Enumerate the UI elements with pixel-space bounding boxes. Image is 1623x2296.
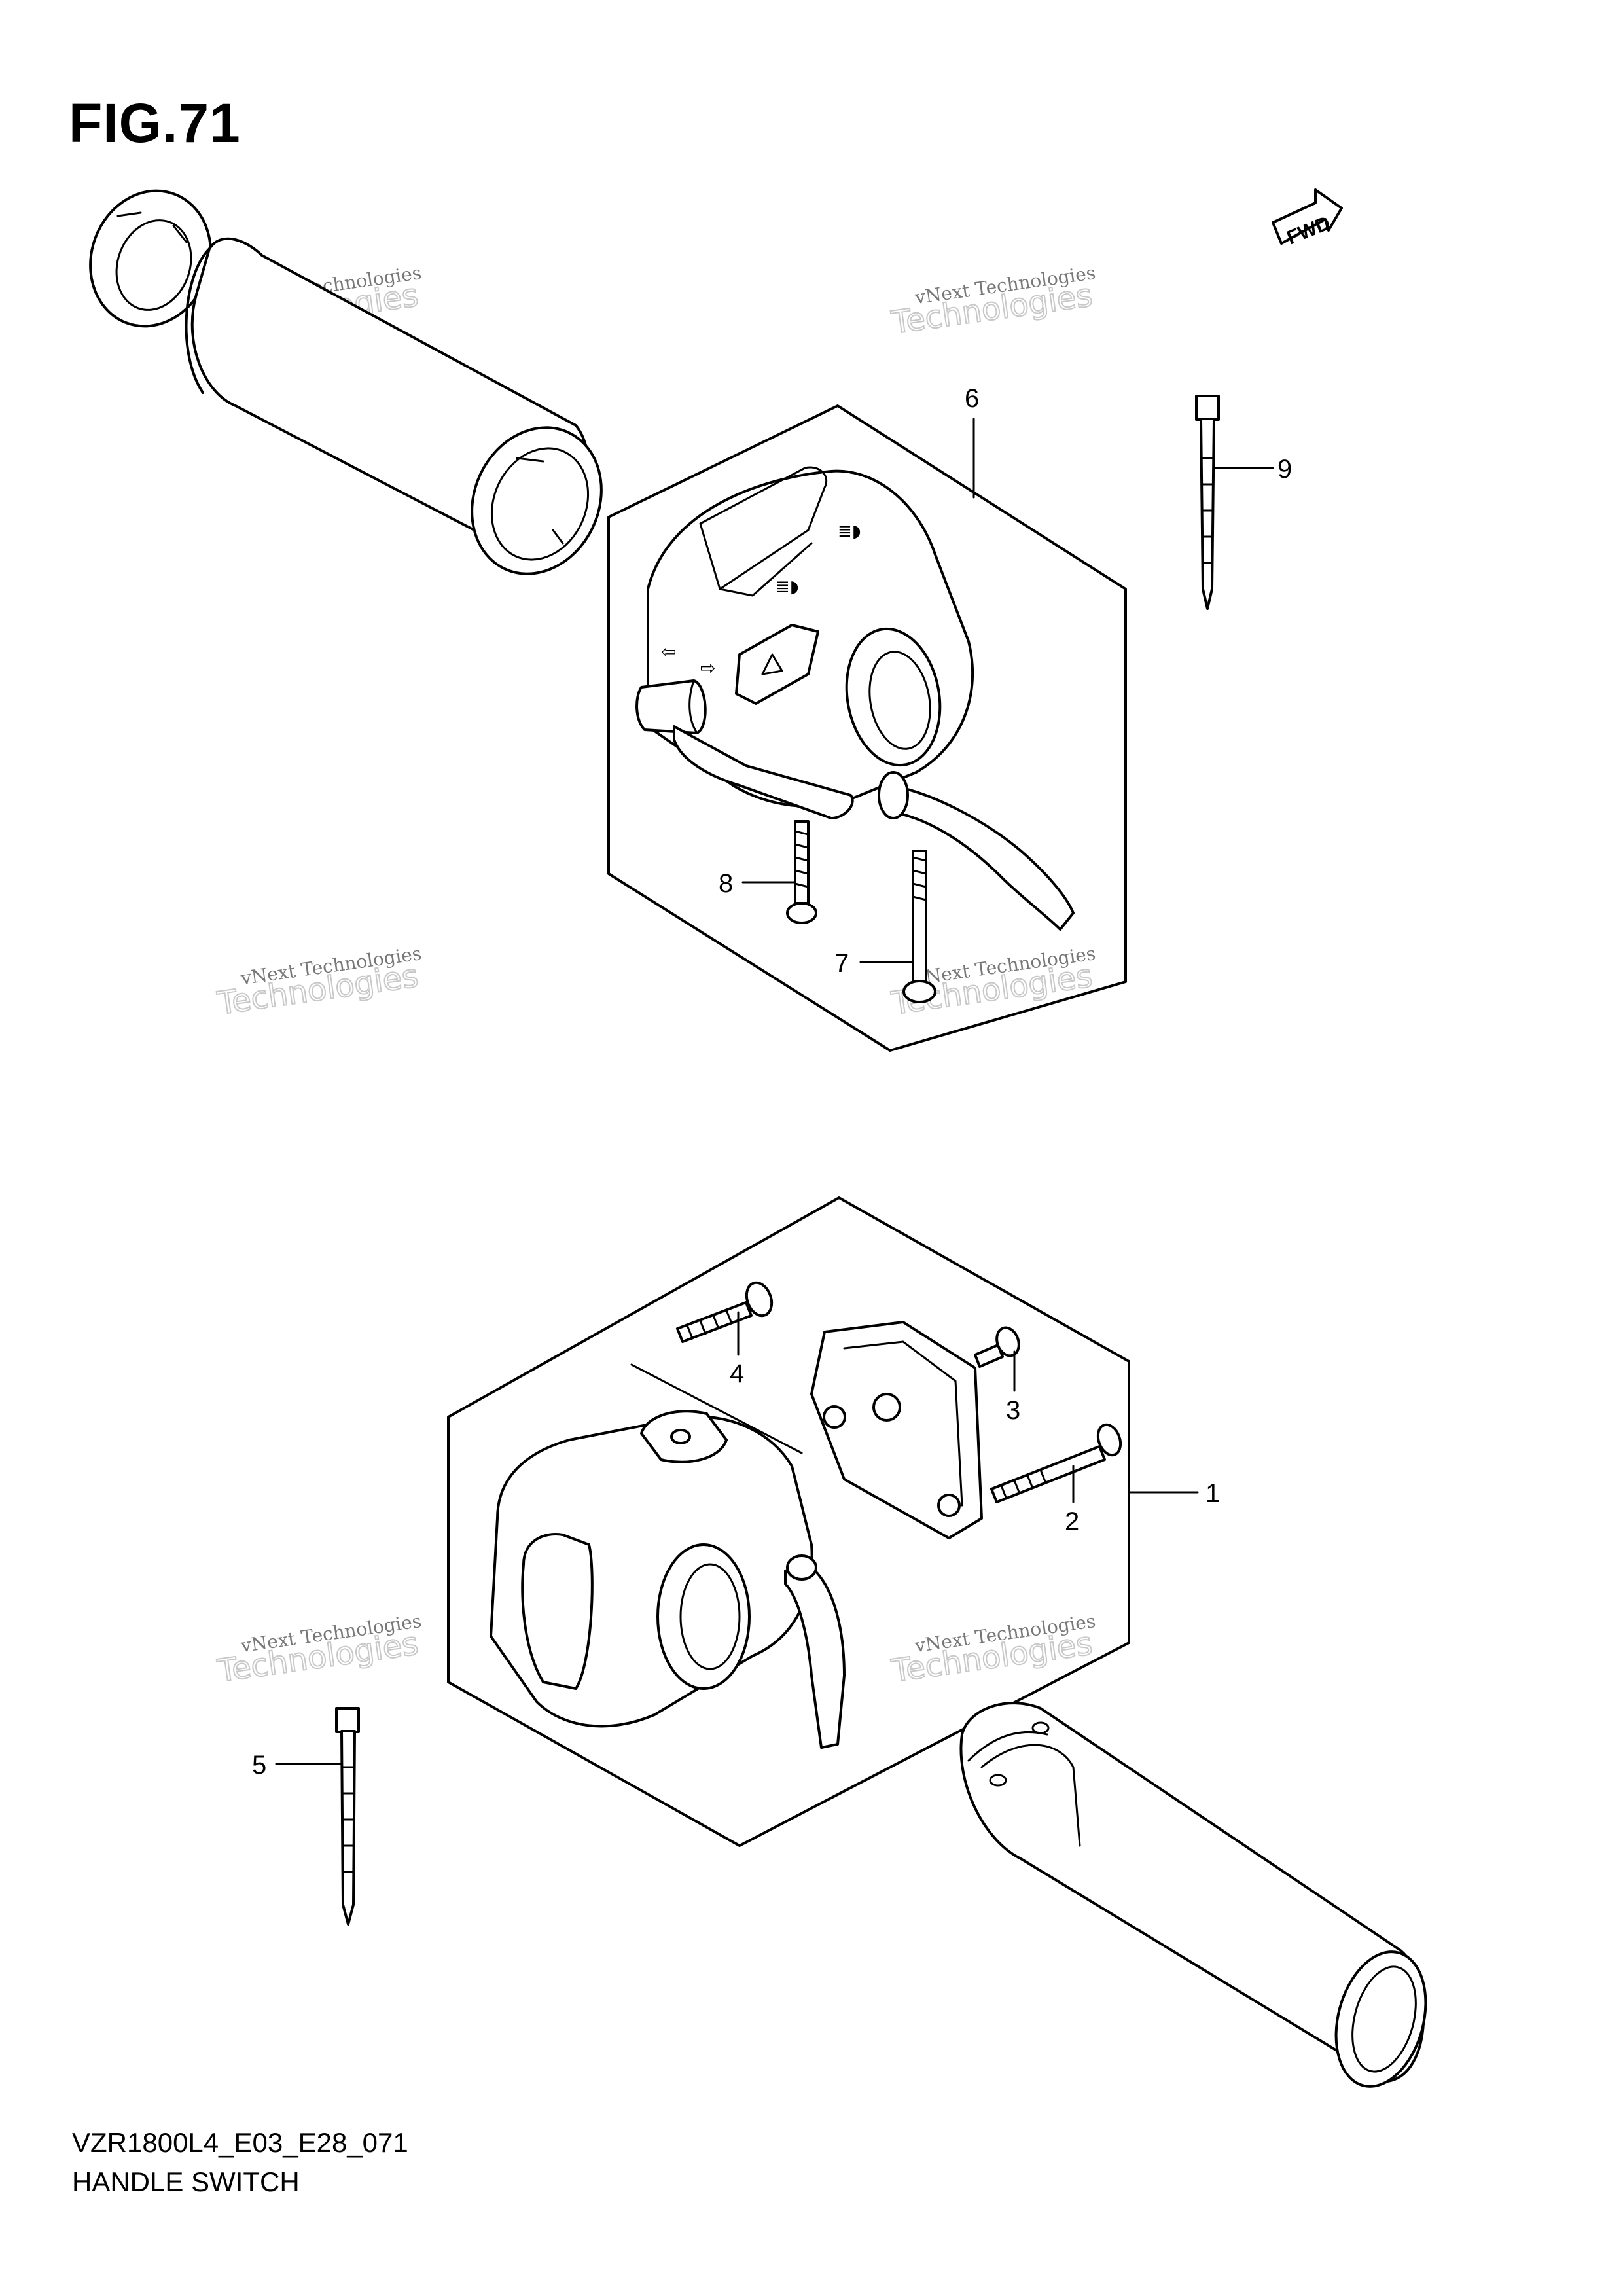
fwd-arrow-icon: FWD bbox=[1272, 188, 1343, 249]
screw-8 bbox=[786, 820, 817, 924]
screw-2 bbox=[990, 1423, 1122, 1503]
headlight-icon: ≣◗ bbox=[838, 522, 861, 541]
screw-3 bbox=[974, 1326, 1020, 1368]
turn-left-icon: ⇦ bbox=[661, 641, 676, 662]
callout-3: 3 bbox=[1006, 1396, 1020, 1425]
right-grip-part bbox=[959, 1702, 1427, 2088]
dimmer-icon: ≣◗ bbox=[776, 577, 798, 597]
callout-group: 6 9 8 7 4 3 2 1 5 bbox=[252, 384, 1292, 1780]
figure-title: FIG.71 bbox=[69, 92, 241, 154]
right-handle-switch-assembly bbox=[447, 1196, 1130, 1847]
cable-tie-5 bbox=[335, 1707, 360, 1926]
callout-7: 7 bbox=[834, 949, 849, 978]
callout-8: 8 bbox=[719, 869, 733, 898]
callout-5: 5 bbox=[252, 1751, 266, 1780]
screw-7 bbox=[902, 850, 936, 1003]
callout-9: 9 bbox=[1277, 455, 1292, 484]
left-grip-part bbox=[89, 189, 603, 575]
callout-2: 2 bbox=[1065, 1507, 1079, 1536]
callout-6: 6 bbox=[965, 384, 979, 413]
cable-tie-9 bbox=[1195, 395, 1220, 610]
callout-1: 1 bbox=[1205, 1479, 1220, 1508]
model-code-label: VZR1800L4_E03_E28_071 bbox=[72, 2127, 408, 2158]
section-name-label: HANDLE SWITCH bbox=[72, 2166, 300, 2197]
screw-4 bbox=[676, 1281, 774, 1343]
left-handle-switch-assembly: ≣◗ ≣◗ ⇦ ⇨ bbox=[607, 404, 1127, 1052]
turn-right-icon: ⇨ bbox=[700, 657, 715, 679]
callout-4: 4 bbox=[730, 1359, 744, 1388]
